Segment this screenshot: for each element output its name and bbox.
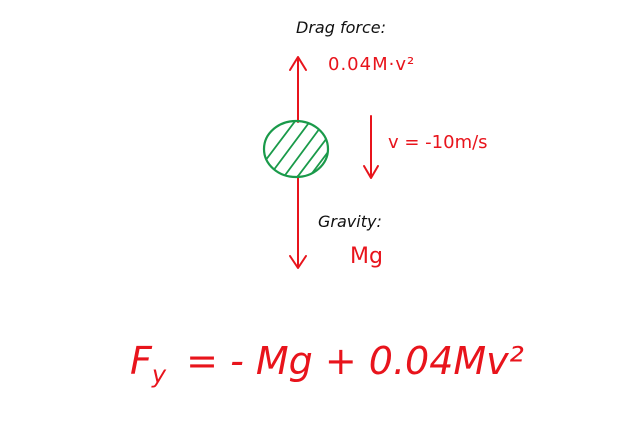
velocity-arrowhead bbox=[363, 165, 379, 179]
gravity-arrowhead bbox=[289, 255, 307, 269]
equation-subscript: y bbox=[151, 360, 167, 389]
gravity-expression: Mg bbox=[350, 244, 383, 269]
drag-force-expression: 0.04M·v² bbox=[328, 54, 416, 75]
equation-lhs: F bbox=[130, 339, 152, 383]
net-force-equation: Fy = - Mg + 0.04Mv² bbox=[130, 342, 524, 387]
drag-force-title: Drag force: bbox=[296, 18, 386, 37]
velocity-label: v = -10m/s bbox=[388, 132, 488, 153]
gravity-title: Gravity: bbox=[318, 212, 382, 231]
ball bbox=[262, 119, 330, 179]
drag-force-arrowhead bbox=[289, 56, 307, 71]
ball-hatching bbox=[264, 121, 328, 177]
equation-rhs: = - Mg + 0.04Mv² bbox=[186, 339, 524, 383]
